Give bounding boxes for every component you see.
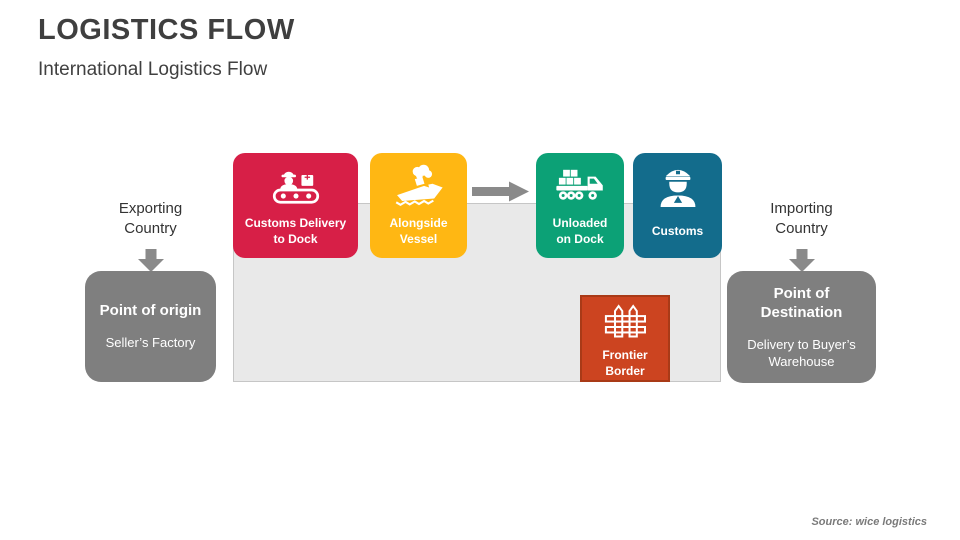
step-customs-delivery-to-dock: Customs Delivery to Dock — [233, 153, 358, 258]
step-label: Alongside Vessel — [389, 215, 448, 246]
step-label: Unloaded on Dock — [552, 215, 608, 246]
importing-country-label: Importing Country — [770, 200, 833, 237]
vessel-icon — [392, 160, 446, 210]
fence-icon — [602, 302, 648, 347]
page-title: LOGISTICS FLOW — [38, 14, 295, 46]
step-customs: Customs — [633, 153, 722, 258]
right-arrow-icon — [472, 181, 529, 202]
exporting-country-label: Exporting Country — [118, 200, 183, 237]
point-of-destination-subtitle: Delivery to Buyer’s Warehouse — [747, 336, 856, 369]
step-label: Customs — [651, 223, 704, 238]
cargo-truck-icon — [553, 160, 607, 210]
point-of-origin-subtitle: Seller’s Factory — [105, 334, 196, 350]
point-of-origin-box: Point of origin Seller’s Factory — [85, 271, 216, 382]
page-subtitle: International Logistics Flow — [38, 59, 268, 80]
step-unloaded-on-dock: Unloaded on Dock — [536, 153, 624, 258]
customs-conveyor-icon — [267, 160, 325, 210]
source-credit: Source: wice logistics — [811, 516, 927, 528]
step-alongside-vessel: Alongside Vessel — [370, 153, 467, 258]
down-arrow-icon — [138, 249, 164, 272]
step-label: Customs Delivery to Dock — [244, 215, 347, 246]
frontier-border-label: Frontier Border — [602, 348, 648, 379]
point-of-origin-title: Point of origin — [99, 302, 202, 320]
customs-officer-icon — [656, 160, 700, 210]
down-arrow-icon — [789, 249, 815, 272]
point-of-destination-box: Point of Destination Delivery to Buyer’s… — [727, 271, 876, 383]
frontier-border-box: Frontier Border — [580, 295, 670, 382]
point-of-destination-title: Point of Destination — [760, 284, 843, 322]
